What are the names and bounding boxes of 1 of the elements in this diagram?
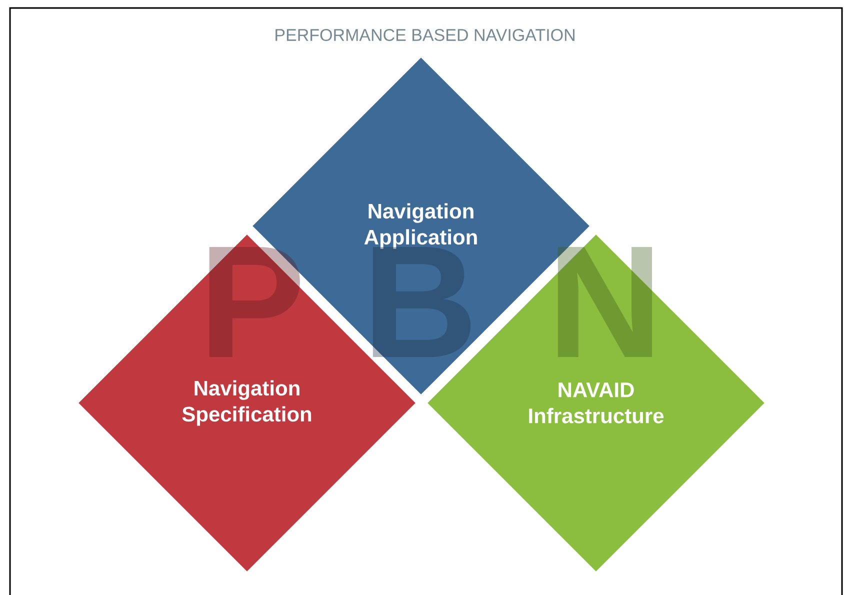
- title: PERFORMANCE BASED NAVIGATION: [276, 28, 574, 42]
